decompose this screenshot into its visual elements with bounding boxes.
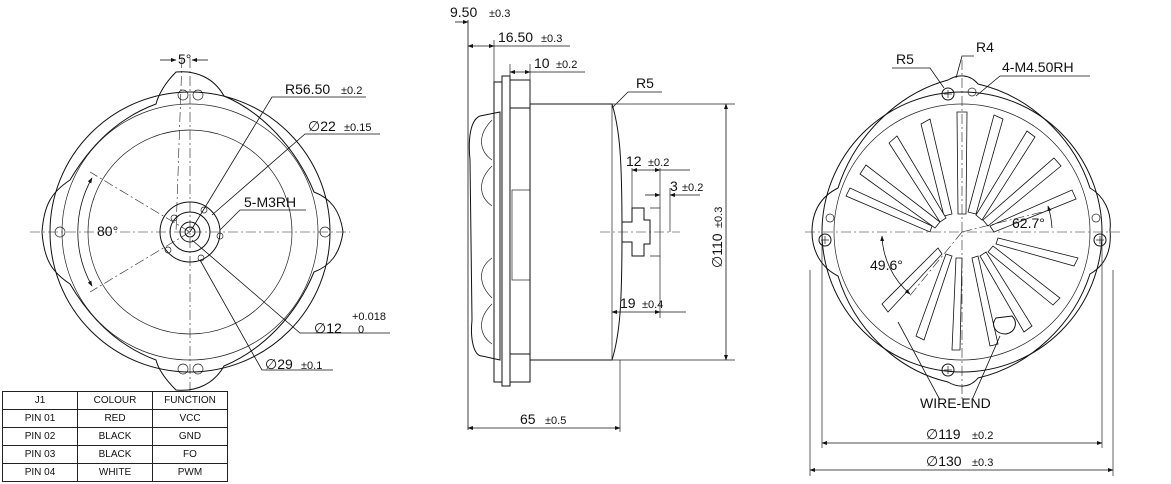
mount-hole (192, 89, 204, 101)
table-cell: BLACK (77, 445, 153, 464)
table-cell: FO (152, 445, 228, 464)
dim-19-tol: ±0.4 (642, 299, 663, 311)
dim-10: 10 (534, 55, 550, 71)
front-flange-outline (41, 71, 344, 391)
dim-1650-tol: ±0.3 (541, 33, 562, 45)
side-boss (509, 79, 531, 109)
mount-hole (177, 89, 189, 101)
table-row: PIN 02 BLACK GND (2, 427, 228, 446)
screw-icon (941, 363, 955, 377)
side-fan (468, 111, 501, 361)
mount-hole (177, 363, 189, 375)
m3-hole (200, 206, 208, 214)
header-cell: COLOUR (77, 391, 153, 410)
wire-end-label: WIRE-END (920, 395, 991, 411)
m3-hole (164, 246, 172, 254)
side-flange-plate (493, 81, 503, 383)
wire-end-boss (993, 315, 1016, 335)
side-boss (509, 353, 531, 383)
dim-12-side-tol: ±0.2 (648, 157, 669, 169)
table-cell: PIN 01 (2, 409, 78, 428)
m3-hole (170, 214, 178, 222)
header-cell: J1 (2, 391, 78, 410)
table-cell: PIN 04 (2, 463, 78, 482)
table-row: PIN 01 RED VCC (2, 409, 228, 428)
dim-950: 9.50 (450, 4, 477, 20)
table-row: PIN 03 BLACK FO (2, 445, 228, 464)
rear-flange-outline (811, 75, 1111, 387)
dim-d119: ∅119 (926, 426, 961, 442)
dim-10-tol: ±0.2 (556, 59, 577, 71)
dim-d130: ∅130 (926, 453, 962, 469)
table-cell: PIN 02 (2, 427, 78, 446)
dim-950-tol: ±0.3 (489, 8, 510, 20)
table-cell: BLACK (77, 427, 153, 446)
dim-65: 65 (520, 411, 536, 427)
table-cell: PIN 03 (2, 445, 78, 464)
dim-m4: 4-M4.50RH (1002, 59, 1074, 75)
dim-angle-496: 49.6° (870, 257, 903, 273)
dim-angle-80: 80° (97, 223, 118, 239)
dim-110-tol: ±0.3 (713, 207, 725, 228)
mount-hole (192, 363, 204, 375)
dim-d119-tol: ±0.2 (972, 430, 993, 442)
rear-view: R5 R4 4-M4.50RH 62.7° 49.6° WIRE-END ∅11… (805, 39, 1120, 476)
table-cell: RED (77, 409, 153, 428)
table-row: PIN 04 WHITE PWM (2, 463, 228, 482)
dim-r56-tol: ±0.2 (341, 85, 362, 97)
pin-table-header: J1 COLOUR FUNCTION (2, 391, 228, 410)
dim-3-tol: ±0.2 (682, 182, 703, 194)
screw-icon (941, 87, 955, 101)
dim-d12-tol-upper: +0.018 (352, 311, 386, 323)
side-flange-rim (501, 75, 511, 387)
front-view: 5° R56.50 ±0.2 ∅22 ±0.15 5-M3RH 80° ∅12 … (30, 51, 390, 400)
dim-angle-5: 5° (178, 51, 191, 67)
dim-r5-rear: R5 (896, 51, 914, 67)
table-cell: VCC (152, 409, 228, 428)
pin-table: J1 COLOUR FUNCTION PIN 01 RED VCC PIN 02… (2, 391, 228, 482)
dim-d130-tol: ±0.3 (972, 457, 993, 469)
screw-icon (818, 233, 832, 247)
m3-hole (216, 232, 224, 240)
side-hub-block (511, 189, 531, 281)
table-cell: WHITE (77, 463, 153, 482)
dim-65-tol: ±0.5 (545, 415, 566, 427)
dim-1650: 16.50 (498, 29, 533, 45)
table-cell: PWM (152, 463, 228, 482)
dim-d12: ∅12 (314, 320, 342, 336)
header-cell: FUNCTION (152, 391, 228, 410)
side-view: 9.50 ±0.3 16.50 ±0.3 10 ±0.2 R5 12 ±0.2 … (450, 4, 735, 432)
dim-d22: ∅22 (308, 118, 336, 134)
dim-d12-tol-lower: 0 (358, 324, 364, 336)
dim-m3: 5-M3RH (244, 194, 296, 210)
dim-12-side: 12 (626, 153, 642, 169)
dim-3: 3 (670, 178, 678, 194)
dim-r56: R56.50 (285, 81, 330, 97)
screw-icon (1093, 233, 1107, 247)
table-cell: GND (152, 427, 228, 446)
dim-110: ∅110 (709, 233, 725, 268)
dim-r4: R4 (976, 39, 994, 55)
dim-angle-627: 62.7° (1012, 215, 1045, 231)
dim-d29: ∅29 (265, 356, 293, 372)
dim-r5-side: R5 (636, 75, 654, 91)
dim-19: 19 (620, 295, 636, 311)
dim-d29-tol: ±0.1 (301, 360, 322, 372)
dim-d22-tol: ±0.15 (344, 122, 371, 134)
